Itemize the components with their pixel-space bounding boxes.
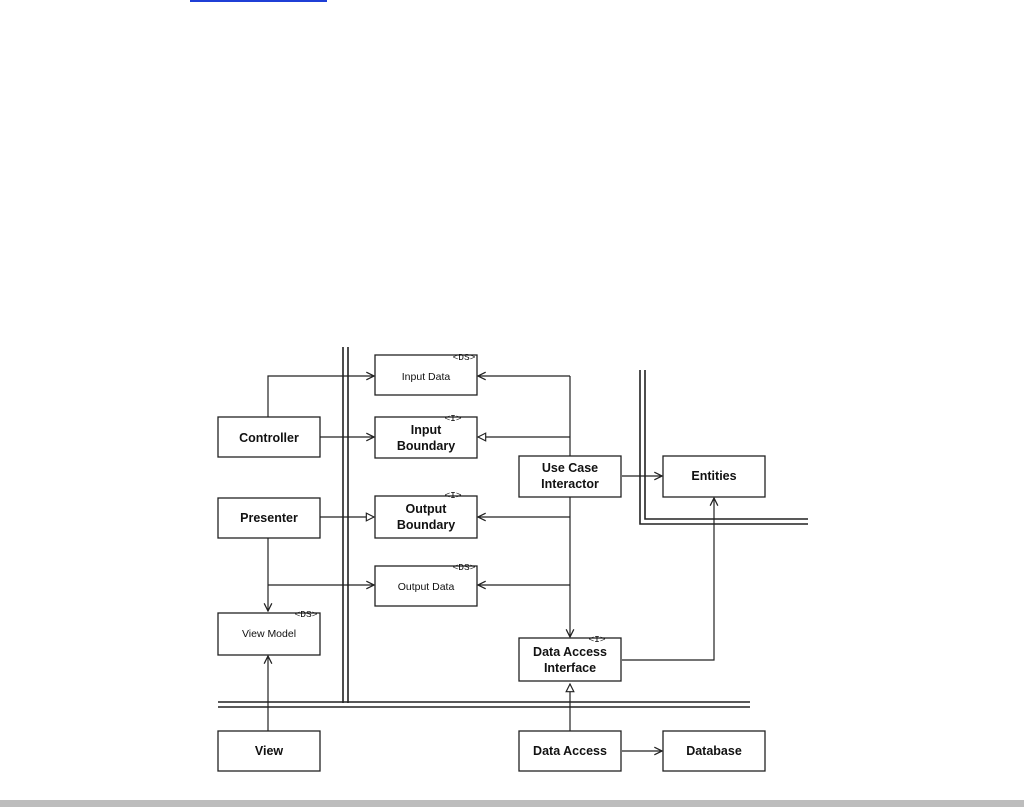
input-boundary-label-line2: Boundary — [397, 439, 455, 453]
output-boundary-stereotype: <I> — [444, 490, 461, 501]
output-data-stereotype: <DS> — [453, 562, 476, 573]
database-box: Database — [662, 730, 766, 772]
database-label: Database — [686, 744, 742, 758]
data-access-box: Data Access — [518, 730, 622, 772]
view-model-stereotype: <DS> — [295, 609, 318, 620]
view-model-box: <DS> View Model — [217, 609, 321, 656]
input-data-box: <DS> Input Data — [374, 352, 478, 396]
entities-label: Entities — [691, 469, 736, 483]
output-boundary-label-line2: Boundary — [397, 518, 455, 532]
top-link-underline[interactable] — [190, 0, 327, 2]
data-access-interface-box: <I> Data Access Interface — [518, 634, 622, 682]
entities-box: Entities — [662, 455, 766, 498]
presenter-label: Presenter — [240, 511, 298, 525]
data-access-interface-stereotype: <I> — [588, 634, 605, 645]
use-case-interactor-box: Use Case Interactor — [518, 455, 622, 498]
data-access-interface-label-line1: Data Access — [533, 645, 607, 659]
input-boundary-box: <I> Input Boundary — [374, 413, 478, 459]
input-data-label: Input Data — [402, 371, 451, 383]
use-case-interactor-label-line2: Interactor — [541, 477, 599, 491]
view-model-label: View Model — [242, 628, 296, 640]
output-boundary-label-line1: Output — [406, 502, 448, 516]
input-boundary-label-line1: Input — [411, 423, 442, 437]
view-label: View — [255, 744, 284, 758]
output-data-box: <DS> Output Data — [374, 562, 478, 607]
bottom-scroll-bar[interactable] — [0, 800, 1024, 807]
entity-boundary-inner — [644, 370, 808, 520]
output-boundary-box: <I> Output Boundary — [374, 490, 478, 539]
connectors — [268, 376, 714, 751]
view-box: View — [217, 730, 321, 772]
output-data-label: Output Data — [398, 581, 455, 593]
controller-to-input-data — [267, 376, 374, 417]
input-boundary-stereotype: <I> — [444, 413, 461, 424]
controller-label: Controller — [239, 431, 299, 445]
data-access-interface-label-line2: Interface — [544, 661, 596, 675]
entity-boundary-outer — [639, 370, 808, 525]
boundary-lines — [218, 347, 808, 708]
controller-box: Controller — [217, 416, 321, 458]
use-case-interactor-label-line1: Use Case — [542, 461, 598, 475]
data-access-label: Data Access — [533, 744, 607, 758]
data-access-interface-to-entities — [622, 498, 714, 661]
input-data-stereotype: <DS> — [453, 352, 476, 363]
presenter-box: Presenter — [217, 497, 321, 539]
